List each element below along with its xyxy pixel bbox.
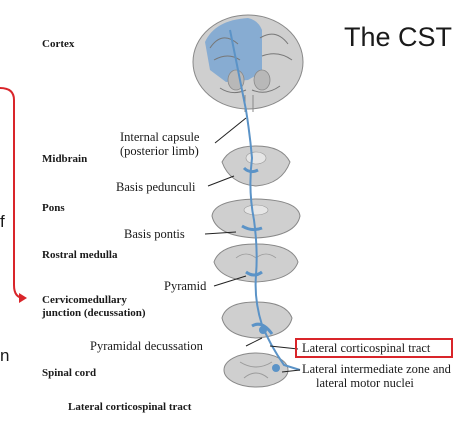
red-bracket-arrowhead bbox=[19, 293, 27, 303]
spinal-cord-section bbox=[223, 352, 289, 388]
highlight-box bbox=[295, 338, 453, 358]
leader-pyramidal-decussation bbox=[245, 337, 263, 347]
leader-basis-pedunculi bbox=[207, 175, 235, 187]
label-pyramid: Pyramid bbox=[164, 279, 207, 293]
figure-caption: Lateral corticospinal tract bbox=[68, 401, 192, 413]
label-basis-pedunculi: Basis pedunculi bbox=[116, 180, 196, 194]
slide-title: The CST bbox=[343, 22, 452, 52]
red-bracket bbox=[0, 87, 25, 299]
level-spinal-cord: Spinal cord bbox=[42, 367, 97, 379]
leader-internal-capsule bbox=[214, 117, 247, 144]
brain-coronal-section bbox=[192, 14, 304, 112]
label-internal-capsule-line2: (posterior limb) bbox=[120, 144, 199, 158]
level-cervicomedullary-line1: Cervicomedullary bbox=[42, 294, 127, 306]
left-fragment-n: n bbox=[0, 346, 10, 365]
midbrain-section bbox=[221, 145, 291, 187]
level-rostral-medulla: Rostral medulla bbox=[42, 249, 118, 261]
leader-intermediate-zone bbox=[281, 369, 301, 373]
level-midbrain: Midbrain bbox=[42, 153, 88, 165]
level-pons: Pons bbox=[42, 202, 65, 214]
level-cervicomedullary-line2: junction (decussation) bbox=[42, 307, 146, 319]
level-cortex: Cortex bbox=[42, 38, 75, 50]
label-lateral-corticospinal-tract: Lateral corticospinal tract bbox=[302, 341, 431, 355]
leader-basis-pontis bbox=[204, 231, 237, 235]
pons-section bbox=[211, 198, 301, 239]
leader-lateral-cst bbox=[269, 345, 299, 350]
label-basis-pontis: Basis pontis bbox=[124, 227, 185, 241]
cervicomedullary-section bbox=[221, 301, 293, 339]
label-intermediate-zone-line1: Lateral intermediate zone and bbox=[302, 362, 451, 376]
label-pyramidal-decussation: Pyramidal decussation bbox=[90, 339, 203, 353]
label-internal-capsule-line1: Internal capsule bbox=[120, 130, 200, 144]
label-intermediate-zone-line2: lateral motor nuclei bbox=[316, 376, 414, 390]
leader-pyramid bbox=[213, 275, 247, 287]
left-fragment-f: f bbox=[0, 212, 5, 231]
